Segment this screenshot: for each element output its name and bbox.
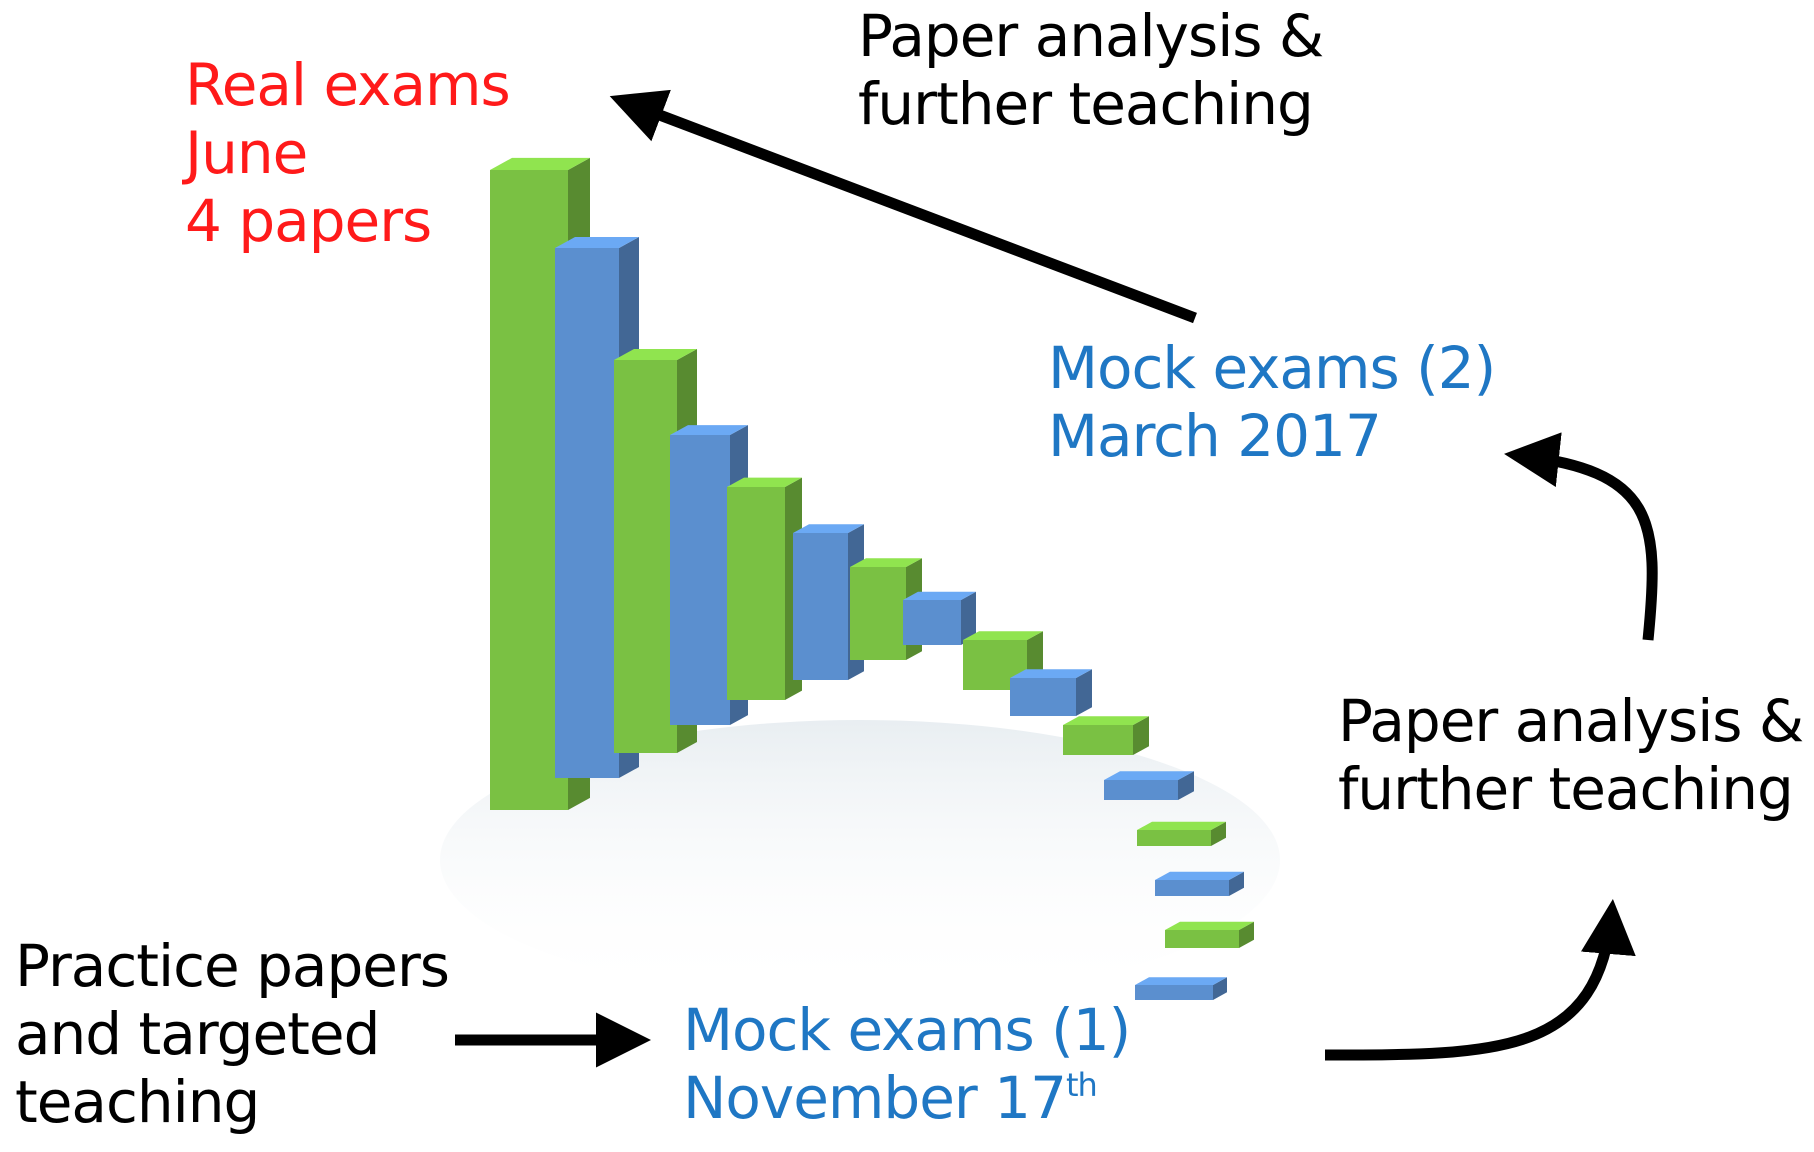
real-exams-line2: June [185,118,308,187]
real-exams-line1: Real exams [185,51,511,119]
bar-graphic [490,157,1254,1000]
blue-bar [1010,669,1092,716]
mock2-line2: March 2017 [1048,401,1382,470]
practice-label: Practice papers and targeted teaching [15,932,450,1137]
green-bar [1165,921,1254,948]
floor-reflection [440,720,1280,1000]
arrow-to-real-exams [609,89,1197,324]
arrow-to-right-analysis [1324,899,1636,1061]
practice-line2: and targeted [15,999,380,1068]
top-analysis-label: Paper analysis & further teaching [858,2,1324,139]
top-analysis-line1: Paper analysis & [858,2,1324,70]
green-bar [1063,716,1149,755]
mock1-line1: Mock exams (1) [683,996,1131,1064]
mock1-label: Mock exams (1) November 17th [683,996,1131,1133]
blue-bar [1104,771,1194,800]
blue-bar [1135,977,1227,1000]
mock1-line2-sup: th [1065,1065,1098,1104]
green-bar [1137,821,1226,846]
practice-line3: teaching [15,1067,260,1136]
top-analysis-line2: further teaching [858,69,1314,138]
real-exams-label: Real exams June 4 papers [185,51,511,256]
practice-line1: Practice papers [15,932,450,1000]
mock1-line2-text: November 17 [683,1063,1067,1132]
green-bar [727,477,802,700]
right-analysis-label: Paper analysis & further teaching [1338,687,1804,824]
real-exams-line3: 4 papers [185,186,432,255]
right-analysis-line1: Paper analysis & [1338,687,1804,755]
mock2-label: Mock exams (2) March 2017 [1048,334,1496,471]
right-analysis-line2: further teaching [1338,754,1794,823]
blue-bar [1155,871,1244,896]
blue-bar [903,591,976,645]
mock2-line1: Mock exams (2) [1048,334,1496,402]
arrow-to-mock2 [1504,432,1658,641]
mock1-line2: November 17th [683,1063,1130,1133]
